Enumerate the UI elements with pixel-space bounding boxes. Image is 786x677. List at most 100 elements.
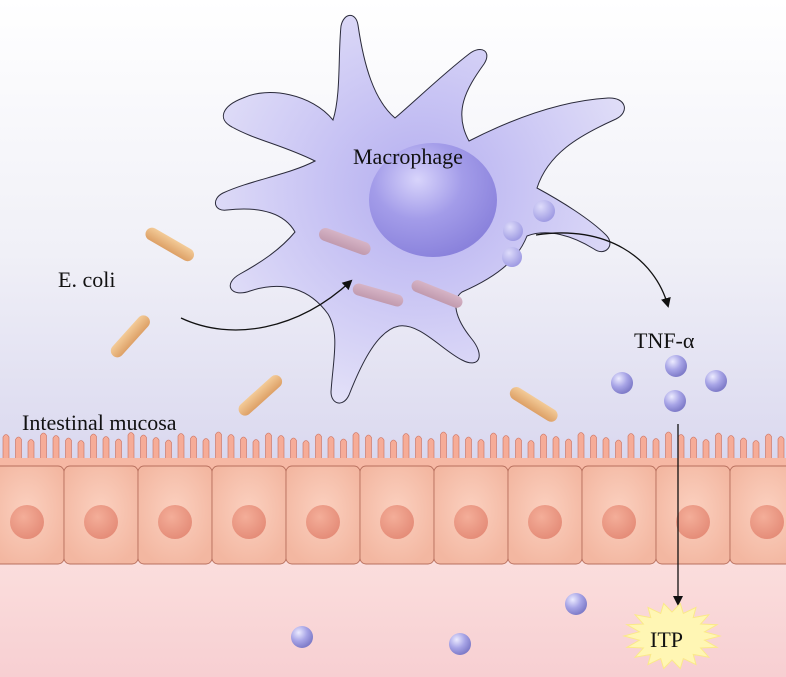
microvillus xyxy=(377,437,385,463)
tnf-cytokine xyxy=(664,390,686,412)
blood-cytokine xyxy=(449,633,471,655)
microvillus xyxy=(540,433,547,463)
microvillus xyxy=(177,433,185,463)
microvillus xyxy=(327,436,335,463)
microvillus xyxy=(702,439,710,463)
microvillus xyxy=(502,435,510,463)
microvillus xyxy=(640,435,647,463)
microvillus xyxy=(277,435,285,463)
tnf-cytokine xyxy=(611,372,633,394)
tnf-cytokines xyxy=(291,355,727,655)
microvillus xyxy=(152,437,160,463)
tnf-cytokine xyxy=(665,355,687,377)
itp-burst xyxy=(622,602,722,670)
microvillus xyxy=(615,439,622,463)
microvillus xyxy=(715,432,722,463)
blood-cytokine xyxy=(565,593,587,615)
microvillus xyxy=(2,434,10,463)
microvillus xyxy=(52,435,60,463)
cell-nucleus xyxy=(158,505,192,539)
cell-nucleus xyxy=(602,505,636,539)
microvillus xyxy=(77,440,85,463)
ecoli-bacterium xyxy=(110,315,150,358)
microvillus xyxy=(165,439,172,463)
microvillus xyxy=(340,438,347,463)
intracellular-cytokine xyxy=(533,200,555,222)
microvillus xyxy=(490,432,497,463)
microvillus xyxy=(565,438,572,463)
itp-label: ITP xyxy=(650,627,683,652)
microvillus xyxy=(115,438,122,463)
microvillus xyxy=(240,436,247,463)
engulfed-bacterium xyxy=(411,280,463,308)
ecoli-bacterium xyxy=(238,375,283,416)
microvillus xyxy=(427,438,435,463)
arrow-ecoli-to-macrophage xyxy=(180,279,353,331)
microvillus xyxy=(727,435,735,463)
microvillus xyxy=(452,434,460,463)
microvillus xyxy=(252,439,260,463)
epithelial-cells xyxy=(0,458,786,565)
ecoli-group xyxy=(110,227,558,422)
tnf-label: TNF-α xyxy=(634,328,695,353)
microvillus xyxy=(740,437,747,463)
microvillus xyxy=(352,432,360,463)
microvillus xyxy=(527,440,535,463)
blood-cytokine xyxy=(291,626,313,648)
engulfed-bacterium xyxy=(319,227,371,255)
microvillus xyxy=(27,439,35,463)
microvillus xyxy=(602,437,610,463)
microvillus xyxy=(40,432,47,463)
microvillus xyxy=(690,436,697,463)
microvillus xyxy=(365,434,372,463)
arrow-macrophage-to-tnf xyxy=(535,232,671,308)
microvillus xyxy=(15,436,22,463)
microvillus xyxy=(302,440,310,463)
ecoli-bacterium xyxy=(145,227,195,262)
intracellular-cytokine xyxy=(503,221,523,241)
microvillus xyxy=(315,433,322,463)
mucosa-label: Intestinal mucosa xyxy=(22,410,177,435)
microvillus xyxy=(552,436,560,463)
cell-nucleus xyxy=(380,505,414,539)
microvillus xyxy=(627,433,635,463)
microvillus xyxy=(440,431,447,463)
intracellular-cytokine xyxy=(502,247,522,267)
microvilli-layer xyxy=(2,431,785,463)
microvillus xyxy=(202,438,210,463)
engulfed-bacterium xyxy=(352,283,404,307)
ecoli-bacterium xyxy=(509,387,558,422)
tnf-cytokine xyxy=(705,370,727,392)
microvillus xyxy=(290,437,297,463)
microvillus xyxy=(227,434,235,463)
cell-nucleus xyxy=(676,505,710,539)
microvillus xyxy=(190,435,197,463)
cell-nucleus xyxy=(84,505,118,539)
macrophage-nucleus xyxy=(369,143,497,257)
macrophage xyxy=(215,14,625,404)
microvillus xyxy=(665,431,672,463)
microvillus xyxy=(752,440,760,463)
macrophage-label: Macrophage xyxy=(353,144,463,169)
microvillus xyxy=(515,437,522,463)
microvillus xyxy=(652,438,660,463)
microvillus xyxy=(677,434,685,463)
microvillus xyxy=(90,433,97,463)
microvillus xyxy=(777,436,785,463)
microvillus xyxy=(140,434,147,463)
microvillus xyxy=(390,439,397,463)
cell-nucleus xyxy=(306,505,340,539)
microvillus xyxy=(477,439,485,463)
ecoli-label: E. coli xyxy=(58,267,115,292)
cell-nucleus xyxy=(528,505,562,539)
microvillus xyxy=(402,433,410,463)
microvillus xyxy=(415,435,422,463)
microvillus xyxy=(590,434,597,463)
microvillus xyxy=(65,437,72,463)
microvillus xyxy=(265,432,272,463)
microvillus xyxy=(127,432,135,463)
microvillus xyxy=(102,436,110,463)
cell-nucleus xyxy=(454,505,488,539)
